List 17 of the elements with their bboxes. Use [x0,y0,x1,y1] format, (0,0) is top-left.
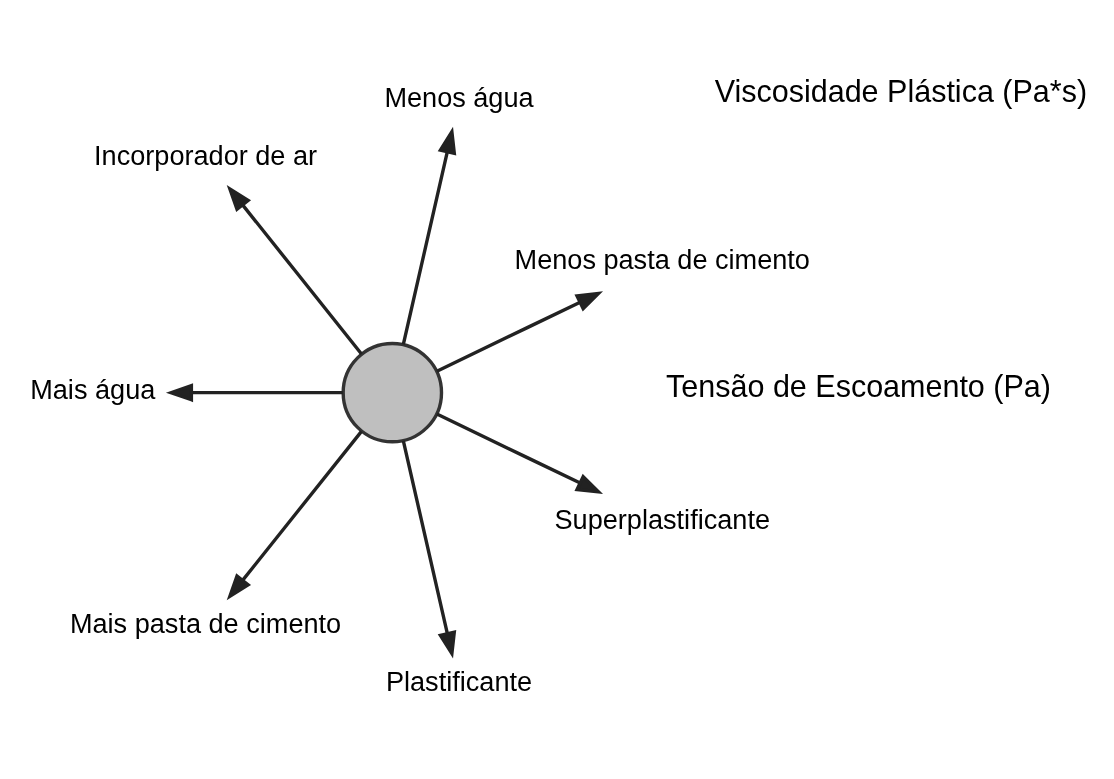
arrow [165,383,343,403]
node-text: Incorporador de ar [94,139,318,171]
node-text: Plastificante [385,666,533,698]
arrow [436,291,604,373]
node-circle [341,341,444,444]
arrow [401,440,457,659]
node-text: Menos água [384,82,534,114]
arrow [226,184,363,356]
arrow [401,126,457,345]
label: Viscosidade Plástica (Pa*s) [714,73,1088,108]
node-text: Menos pasta de cimento [514,244,810,276]
node-text: Mais pasta de cimento [69,608,342,640]
node-text: Mais água [30,374,156,406]
node-text: Superplastificante [554,504,771,536]
label: Tensão de Escoamento (Pa) [666,368,1051,403]
arrow [436,412,604,495]
arrow [226,430,363,601]
